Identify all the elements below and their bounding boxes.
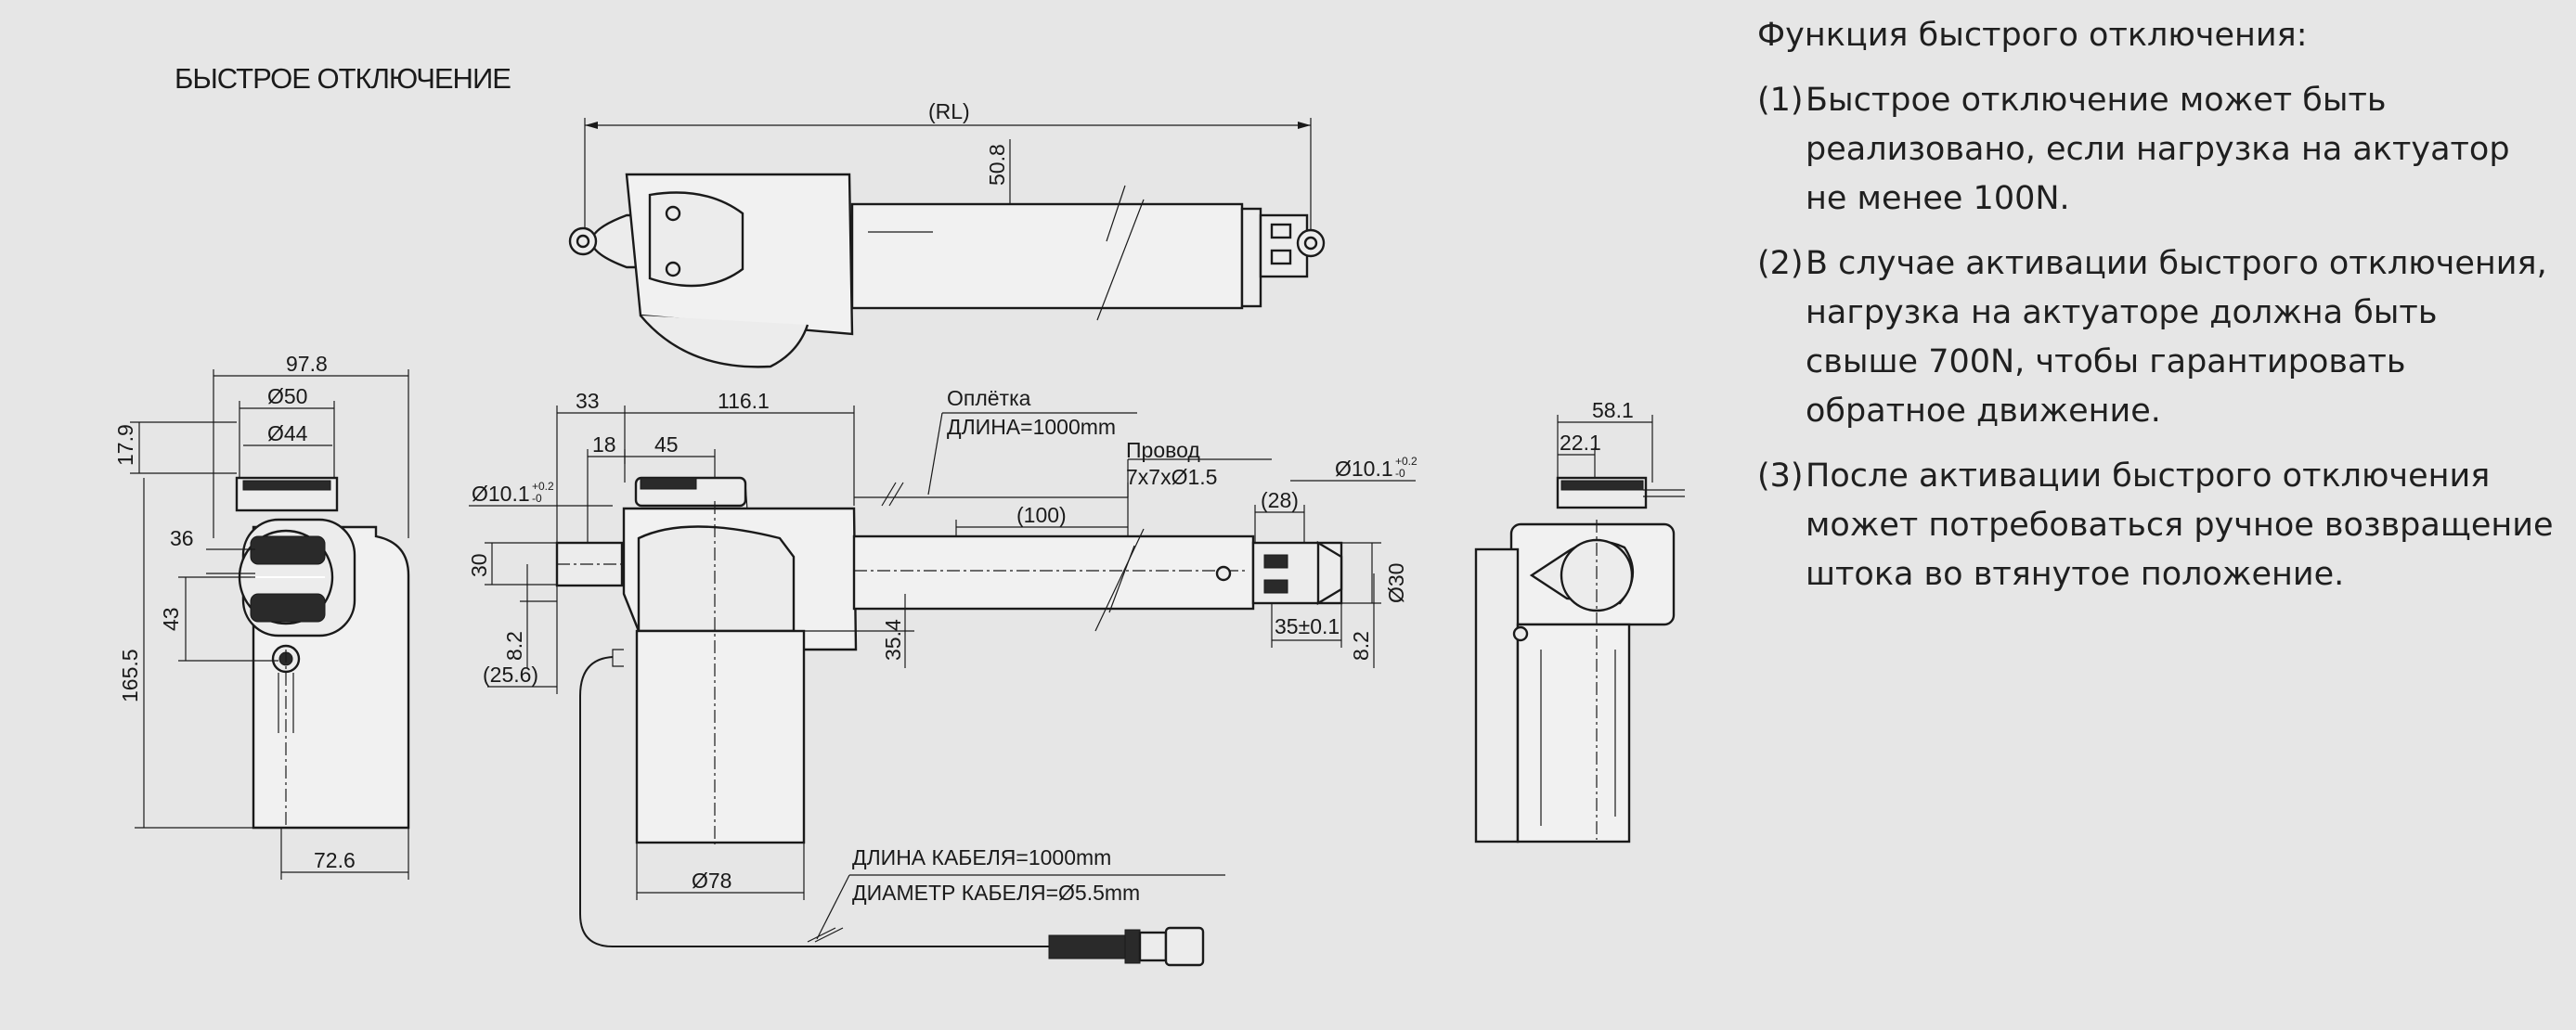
description-item-3: (3) После активации быстрого отключения … <box>1757 457 2554 593</box>
front-view: 97.8 Ø50 Ø44 17.9 36 <box>113 352 410 880</box>
right-end-view: 58.1 22.1 <box>1474 398 1685 843</box>
note-braid: Оплётка <box>947 386 1031 410</box>
dim-side-28: (28) <box>1261 488 1299 512</box>
svg-text:-0: -0 <box>532 492 542 505</box>
dim-front-72-6: 72.6 <box>314 848 356 872</box>
top-tube <box>850 202 1244 310</box>
drawing-title: БЫСТРОЕ ОТКЛЮЧЕНИЕ <box>175 62 511 95</box>
side-view: 33 116.1 18 45 Ø10.1 +0.2 -0 30 8.2 <box>467 386 1417 967</box>
note-cable-diameter: ДИАМЕТР КАБЕЛЯ=Ø5.5mm <box>852 881 1140 905</box>
description-item-1: (1) Быстрое отключение может быть реализ… <box>1757 82 2510 217</box>
dim-front-width: 97.8 <box>286 352 328 376</box>
dim-front-d44: Ø44 <box>267 421 308 445</box>
dim-front-165-5: 165.5 <box>118 649 142 702</box>
dim-side-hole-left: Ø10.1 <box>472 482 530 506</box>
dim-front-d50: Ø50 <box>267 384 307 408</box>
dim-side-8-2-right: 8.2 <box>1349 631 1373 661</box>
dim-side-18: 18 <box>592 432 616 457</box>
note-cable-length: ДЛИНА КАБЕЛЯ=1000mm <box>852 845 1111 869</box>
dim-side-35-4: 35.4 <box>881 619 905 661</box>
dim-front-43: 43 <box>159 607 183 631</box>
power-cable <box>579 656 1049 947</box>
note-wire-spec: 7x7xØ1.5 <box>1126 465 1217 489</box>
dim-side-25-6: (25.6) <box>483 663 538 687</box>
description-item-2: (2) В случае активации быстрого отключен… <box>1757 245 2547 430</box>
connector <box>1048 926 1205 967</box>
dim-side-116-1: 116.1 <box>718 389 770 413</box>
dim-50-8: 50.8 <box>985 144 1009 186</box>
description-heading: Функция быстрого отключения: <box>1757 17 2308 54</box>
dim-side-d78: Ø78 <box>692 869 731 893</box>
dim-front-17-9: 17.9 <box>113 424 137 466</box>
dim-side-d30: Ø30 <box>1384 563 1408 603</box>
side-motor <box>635 629 806 844</box>
dim-front-36: 36 <box>170 526 194 550</box>
dim-side-100: (100) <box>1016 503 1067 527</box>
side-tube <box>852 534 1255 611</box>
note-wire: Провод <box>1126 438 1200 462</box>
dim-side-35: 35±0.1 <box>1275 614 1340 638</box>
dim-right-58-1: 58.1 <box>1592 398 1634 422</box>
dim-side-30: 30 <box>467 553 491 577</box>
svg-text:+0.2: +0.2 <box>532 480 554 493</box>
dim-side-hole-right: Ø10.1 <box>1335 457 1393 481</box>
svg-text:+0.2: +0.2 <box>1395 455 1417 468</box>
note-braid-length: ДЛИНА=1000mm <box>947 415 1116 439</box>
svg-text:-0: -0 <box>1395 467 1405 480</box>
top-left-clevis <box>568 213 642 269</box>
description-panel: Функция быстрого отключения: (1) Быстрое… <box>1757 11 2556 615</box>
dim-side-8-2-left: 8.2 <box>502 631 526 661</box>
top-view: (RL) 50.8 <box>568 99 1326 368</box>
dim-side-33: 33 <box>576 389 600 413</box>
dim-side-45: 45 <box>654 432 679 457</box>
dim-rl: (RL) <box>928 99 970 123</box>
dim-right-22-1: 22.1 <box>1560 431 1601 455</box>
